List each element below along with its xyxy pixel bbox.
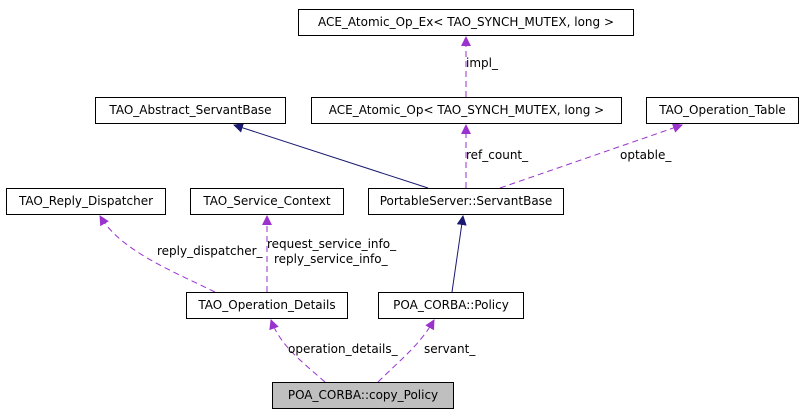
edge-label-impl: impl_ <box>466 56 498 70</box>
edge-reply-dispatcher <box>99 215 216 293</box>
node-tao-operation-details[interactable]: TAO_Operation_Details <box>186 292 348 319</box>
node-tao-reply-dispatcher[interactable]: TAO_Reply_Dispatcher <box>6 188 166 215</box>
edge-servant <box>377 319 435 383</box>
node-tao-abstract-servantbase[interactable]: TAO_Abstract_ServantBase <box>95 97 286 124</box>
edge-operation-details <box>269 319 326 383</box>
edge-label-request-service-info: request_service_info_ <box>267 237 397 251</box>
edge-label-ref-count: ref_count_ <box>466 148 529 162</box>
edge-inherit-servantbase <box>451 215 467 293</box>
edge-label-servant: servant_ <box>424 342 476 356</box>
node-poa-corba-copy-policy: POA_CORBA::copy_Policy <box>272 382 454 409</box>
node-tao-service-context[interactable]: TAO_Service_Context <box>190 188 344 215</box>
edge-label-reply-dispatcher: reply_dispatcher_ <box>157 244 263 258</box>
edge-inherit-abstract <box>233 123 429 189</box>
node-tao-operation-table[interactable]: TAO_Operation_Table <box>646 97 799 124</box>
node-poa-corba-policy[interactable]: POA_CORBA::Policy <box>378 292 524 319</box>
edge-label-optable: optable_ <box>620 148 672 162</box>
edge-label-operation-details: operation_details_ <box>288 342 398 356</box>
edge-optable <box>499 123 683 189</box>
node-ace-atomic-op-ex[interactable]: ACE_Atomic_Op_Ex< TAO_SYNCH_MUTEX, long … <box>298 9 634 36</box>
node-portableserver-servantbase[interactable]: PortableServer::ServantBase <box>368 188 564 215</box>
edge-label-reply-service-info: reply_service_info_ <box>274 252 388 266</box>
node-ace-atomic-op[interactable]: ACE_Atomic_Op< TAO_SYNCH_MUTEX, long > <box>311 97 622 124</box>
